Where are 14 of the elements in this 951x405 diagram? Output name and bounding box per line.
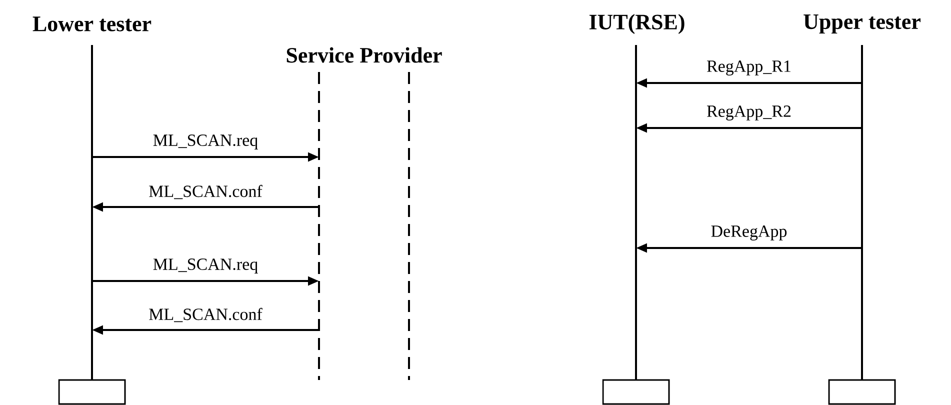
edge-label: RegApp_R1 (706, 60, 792, 76)
lifeline-heading: Lower tester (32, 16, 152, 32)
lifeline-heading: Service Provider (286, 47, 442, 63)
edge-label: ML_SCAN.conf (148, 306, 264, 324)
end-box (828, 379, 896, 405)
edge-label: RegApp_R2 (706, 104, 792, 122)
edge-label: ML_SCAN.conf (148, 184, 264, 200)
edge-label: DeRegApp (710, 224, 788, 242)
lifeline-heading: IUT(RSE) (589, 14, 684, 34)
end-box (602, 379, 670, 405)
edge-label: ML_SCAN.req (152, 134, 260, 150)
edge-label: ML_SCAN.req (152, 258, 260, 274)
end-box (58, 379, 126, 405)
lifeline-heading: Upper tester (804, 14, 920, 34)
